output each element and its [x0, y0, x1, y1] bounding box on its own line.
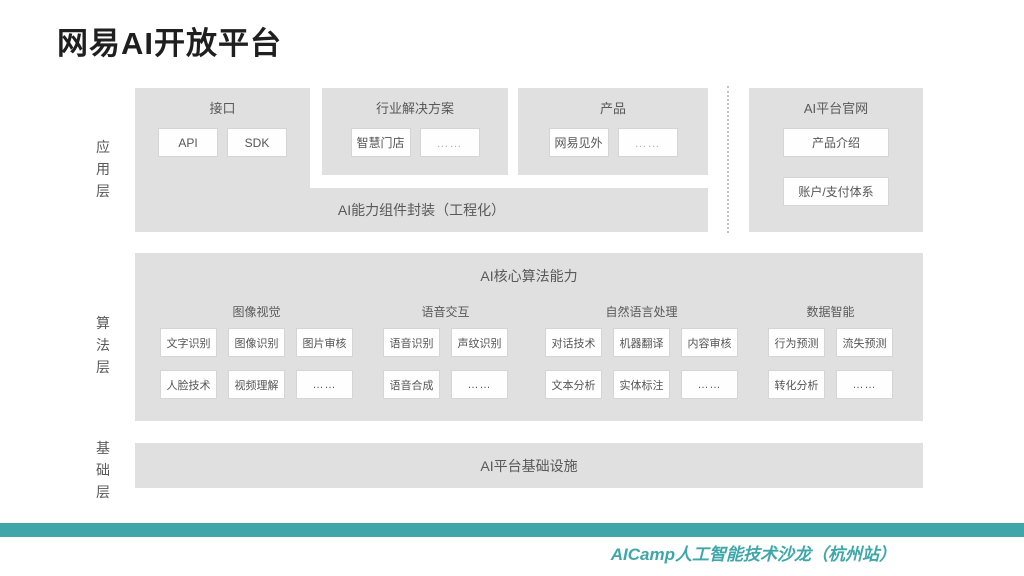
account-payment-box: 账户/支付体系 [783, 177, 889, 206]
capability-ellipsis-box: …… [681, 370, 738, 399]
capability-ellipsis-box: …… [451, 370, 508, 399]
solutions-ellipsis-box: …… [419, 128, 480, 157]
capability-box: 实体标注 [613, 370, 670, 399]
capability-box: 声纹识别 [451, 328, 508, 357]
ai-component-wrapper-bar: AI能力组件封装（工程化） [135, 188, 708, 232]
ai-platform-website-title: AI平台官网 [803, 101, 869, 116]
ai-component-wrapper-label: AI能力组件封装（工程化） [337, 202, 506, 218]
capability-box: 流失预测 [836, 328, 893, 357]
algo-group-nlp: 自然语言处理 对话技术 机器翻译 内容审核 文本分析 实体标注 …… [545, 303, 738, 399]
api-box: API [158, 128, 218, 157]
industry-solutions-group-box: 行业解决方案 智慧门店 …… [322, 88, 508, 175]
footer-event-text: AICamp人工智能技术沙龙（杭州站） [610, 545, 896, 564]
capability-box: 图片审核 [296, 328, 353, 357]
capability-box: 转化分析 [768, 370, 825, 399]
capability-box: 文本分析 [545, 370, 602, 399]
layer-label-application: 应用层 [96, 139, 110, 199]
smart-store-box: 智慧门店 [350, 128, 411, 157]
capability-box: 人脸技术 [160, 370, 217, 399]
ai-infrastructure-bar: AI平台基础设施 [135, 443, 923, 488]
algo-group-speech: 语音交互 语音识别 声纹识别 语音合成 …… [383, 303, 508, 399]
page-title: 网易AI开放平台 [57, 26, 282, 61]
capability-box: 内容审核 [681, 328, 738, 357]
interface-group-title: 接口 [209, 101, 236, 116]
algo-group-name: 语音交互 [421, 305, 470, 319]
algo-group-name: 图像视觉 [232, 305, 281, 319]
capability-ellipsis-box: …… [836, 370, 893, 399]
dotted-divider [727, 86, 729, 233]
industry-solutions-title: 行业解决方案 [375, 101, 454, 116]
netease-jianwai-box: 网易见外 [548, 128, 609, 157]
capability-ellipsis-box: …… [296, 370, 353, 399]
products-title: 产品 [599, 101, 626, 116]
capability-box: 行为预测 [768, 328, 825, 357]
algo-group-data-intelligence: 数据智能 行为预测 流失预测 转化分析 …… [768, 303, 893, 399]
capability-box: 图像识别 [228, 328, 285, 357]
algo-group-name: 数据智能 [806, 305, 855, 319]
products-group-box: 产品 网易见外 …… [518, 88, 708, 175]
algo-group-name: 自然语言处理 [605, 305, 678, 319]
product-intro-box: 产品介绍 [783, 128, 889, 157]
layer-label-algorithm: 算法层 [96, 315, 110, 375]
capability-box: 语音识别 [383, 328, 440, 357]
ai-platform-website-box: AI平台官网 产品介绍 账户/支付体系 [749, 88, 923, 232]
capability-box: 语音合成 [383, 370, 440, 399]
sdk-box: SDK [227, 128, 287, 157]
footer-accent-bar [0, 523, 1024, 537]
capability-box: 对话技术 [545, 328, 602, 357]
ai-core-algorithm-box: AI核心算法能力 图像视觉 文字识别 图像识别 图片审核 人脸技术 视频理解 …… [135, 253, 923, 421]
layer-label-infrastructure: 基础层 [96, 440, 110, 500]
ai-infrastructure-label: AI平台基础设施 [480, 457, 578, 474]
algo-group-computer-vision: 图像视觉 文字识别 图像识别 图片审核 人脸技术 视频理解 …… [160, 303, 353, 399]
capability-box: 机器翻译 [613, 328, 670, 357]
capability-box: 视频理解 [228, 370, 285, 399]
capability-box: 文字识别 [160, 328, 217, 357]
products-ellipsis-box: …… [617, 128, 678, 157]
ai-core-algorithm-title: AI核心算法能力 [480, 268, 578, 284]
